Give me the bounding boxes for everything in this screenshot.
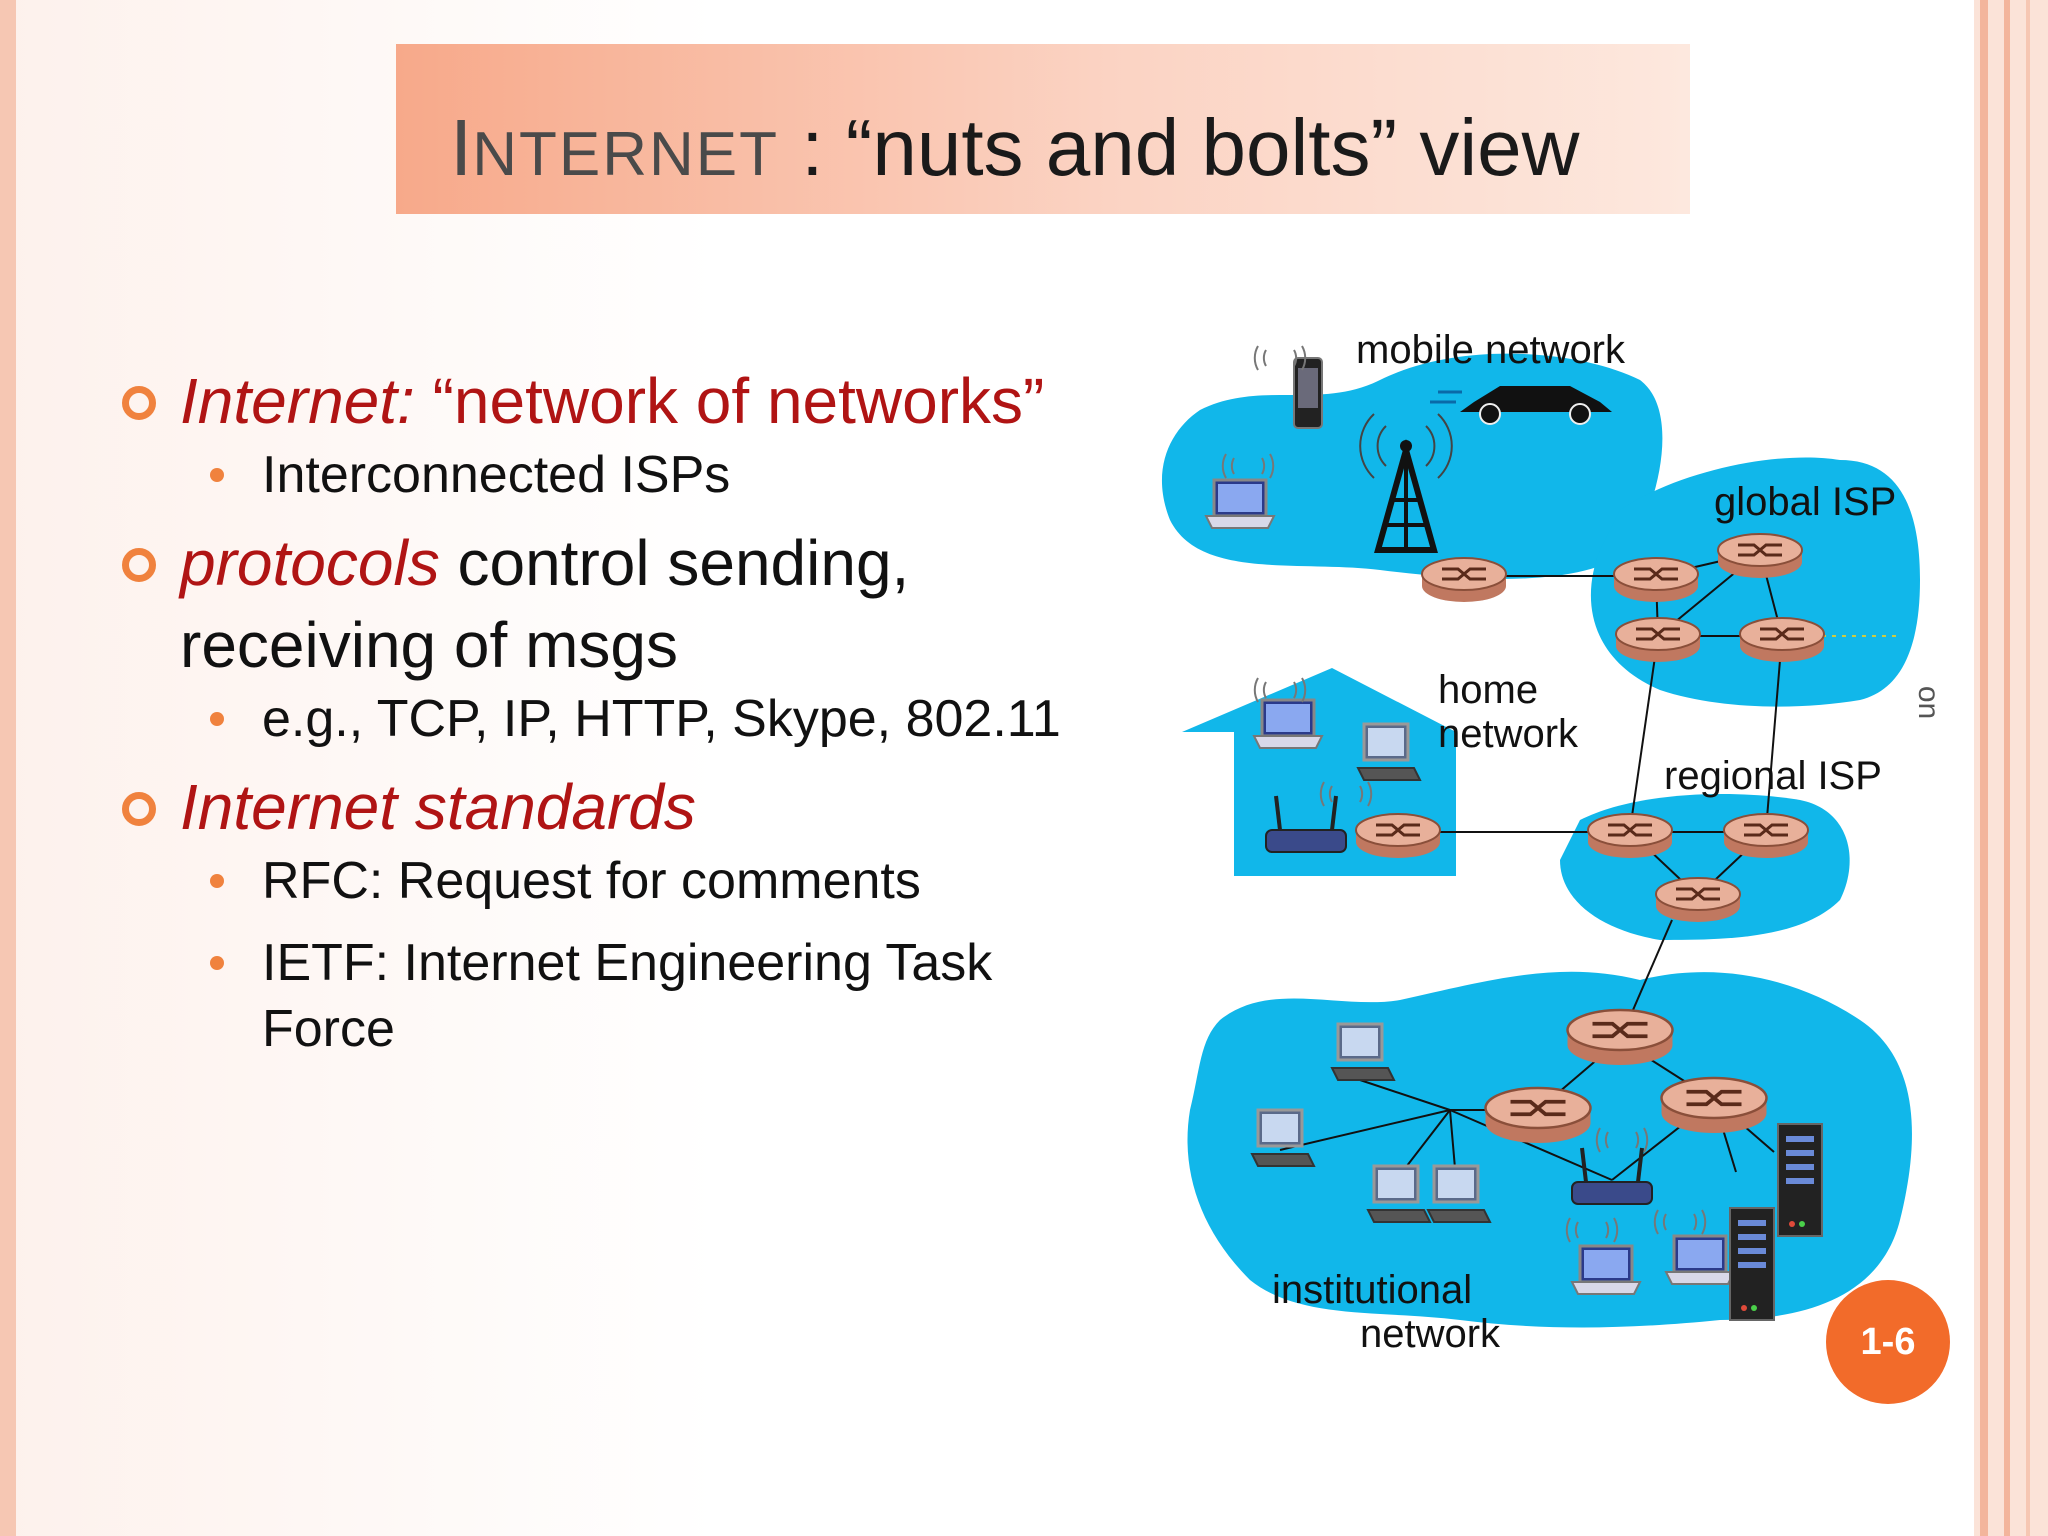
- page-number-badge: 1-6: [1826, 1280, 1950, 1404]
- router-icon: [1586, 812, 1674, 860]
- router-icon: [1716, 532, 1804, 580]
- laptop-icon: [1204, 478, 1276, 530]
- laptop-icon: [1664, 1234, 1736, 1286]
- ring-bullet-icon: [122, 386, 156, 420]
- sub-bullet-rfc: RFC: Request for comments: [120, 848, 1130, 914]
- router-icon: [1738, 616, 1826, 664]
- router-icon: [1659, 1076, 1769, 1135]
- institutional-network-label-line2: network: [1360, 1312, 1501, 1356]
- dot-bullet-icon: [210, 874, 224, 888]
- slide-title: INTERNET : “nuts and bolts” view: [450, 103, 1580, 192]
- bullet-list: Internet: “network of networks” Intercon…: [120, 360, 1130, 1062]
- sub-bullet-ietf: IETF: Internet Engineering Task Force: [120, 930, 1130, 1062]
- sub-bullet-protocol-examples: e.g., TCP, IP, HTTP, Skype, 802.11: [120, 686, 1130, 752]
- bullet-standards: Internet standards: [120, 766, 1130, 848]
- car-icon: [1430, 386, 1612, 425]
- global-isp-label: global ISP: [1714, 480, 1897, 524]
- title-banner: [396, 44, 1690, 214]
- server-icon: [1729, 1207, 1775, 1321]
- cell-tower-icon: [1359, 413, 1453, 553]
- server-icon: [1777, 1123, 1823, 1237]
- regional-isp-label: regional ISP: [1664, 754, 1882, 798]
- smartphone-icon: [1293, 357, 1323, 429]
- mobile-network-label: mobile network: [1356, 328, 1626, 372]
- institutional-network-label-line1: institutional: [1272, 1268, 1473, 1312]
- laptop-icon: [1570, 1244, 1642, 1296]
- laptop-icon: [1252, 698, 1324, 750]
- router-icon: [1614, 616, 1702, 664]
- ring-bullet-icon: [122, 792, 156, 826]
- right-border-stripes: [1974, 0, 2048, 1536]
- router-icon: [1654, 876, 1742, 924]
- router-icon: [1612, 556, 1700, 604]
- bullet-internet: Internet: “network of networks”: [120, 360, 1130, 442]
- dot-bullet-icon: [210, 712, 224, 726]
- home-network-label-line1: home: [1438, 668, 1539, 712]
- home-network-label-line2: network: [1438, 712, 1579, 756]
- bullet-protocols: protocols control sending, receiving of …: [120, 522, 1130, 686]
- sub-bullet-isps: Interconnected ISPs: [120, 442, 1130, 508]
- router-icon: [1483, 1086, 1593, 1145]
- router-icon: [1420, 556, 1508, 604]
- network-diagram: mobile network global ISP home network r…: [1160, 320, 1945, 1380]
- dot-bullet-icon: [210, 956, 224, 970]
- dot-bullet-icon: [210, 468, 224, 482]
- router-icon: [1722, 812, 1810, 860]
- router-icon: [1565, 1008, 1675, 1067]
- cropped-edge-text: on: [1912, 685, 1946, 720]
- router-icon: [1354, 812, 1442, 860]
- left-border-stripe: [0, 0, 16, 1536]
- network-diagram-graphic: [1161, 345, 1920, 1328]
- ring-bullet-icon: [122, 548, 156, 582]
